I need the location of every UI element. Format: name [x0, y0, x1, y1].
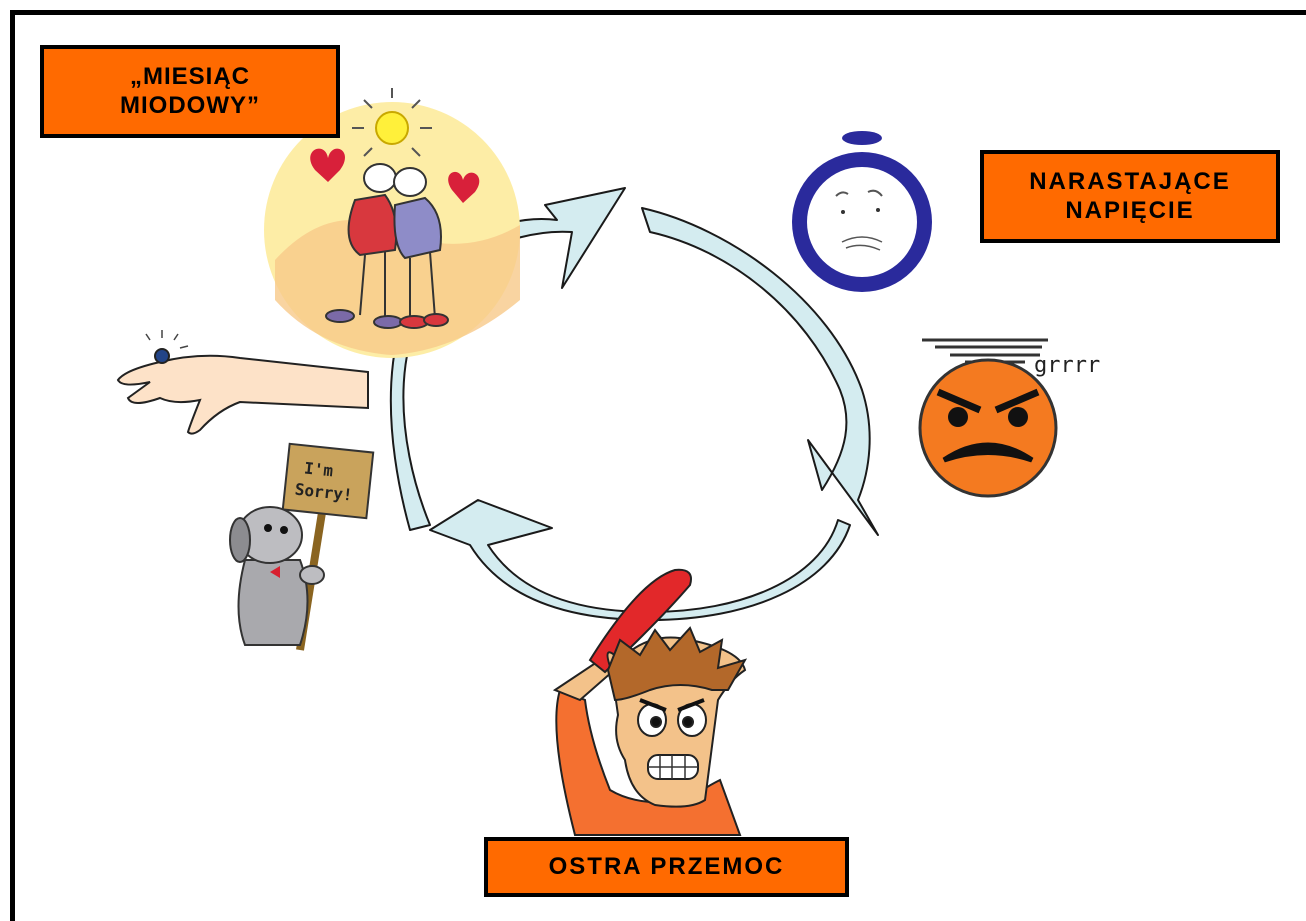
- sun-icon: [352, 88, 432, 157]
- label-acute-violence: OSTRA PRZEMOC: [484, 837, 849, 897]
- heart-icon: [448, 171, 480, 203]
- diagram-frame: [10, 10, 1306, 921]
- sign-text-line1: I'm: [303, 458, 334, 480]
- sorry-dog-icon: I'm Sorry!: [229, 442, 375, 651]
- cycle-arrow-icon: [641, 207, 879, 536]
- label-tension-building: NARASTAJĄCE NAPIĘCIE: [980, 150, 1280, 243]
- honeymoon-illustration: [264, 88, 520, 358]
- worried-face-icon: [792, 131, 932, 292]
- growl-text: grrrr: [1034, 353, 1100, 378]
- angry-face-icon: grrrr: [918, 338, 1100, 498]
- label-honeymoon: „MIESIĄC MIODOWY”: [40, 45, 340, 138]
- cycle-arrow-icon: [429, 499, 851, 621]
- couple-icon: [325, 163, 449, 329]
- heart-icon: [310, 148, 346, 182]
- ring-hand-icon: [116, 330, 369, 435]
- angry-man-icon: [552, 568, 748, 836]
